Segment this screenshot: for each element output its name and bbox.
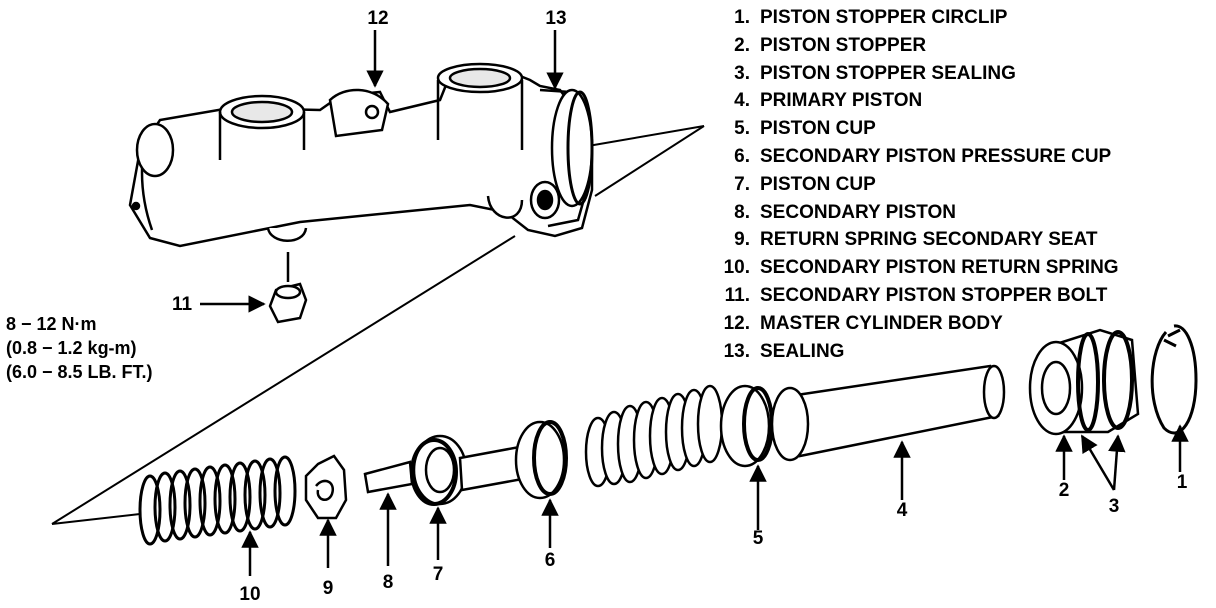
parts-legend: 1.PISTON STOPPER CIRCLIP 2.PISTON STOPPE… <box>712 4 1119 365</box>
legend-item: 6.SECONDARY PISTON PRESSURE CUP <box>734 145 1112 167</box>
legend-item: 3.PISTON STOPPER SEALING <box>734 62 1016 84</box>
callout-11: 11 <box>172 294 193 315</box>
body-sealing-ring <box>566 90 594 206</box>
legend-item: 10.SECONDARY PISTON RETURN SPRING <box>723 257 1119 279</box>
callout-3: 3 <box>1109 496 1120 517</box>
callout-1: 1 <box>1177 472 1188 493</box>
legend-item: 13.SEALING <box>723 340 845 362</box>
legend-item: 2.PISTON STOPPER <box>734 34 927 56</box>
legend-item: 5.PISTON CUP <box>734 118 876 140</box>
legend-item: 11.SECONDARY PISTON STOPPER BOLT <box>724 284 1108 306</box>
stopper-bolt-part <box>268 252 308 324</box>
callout-4: 4 <box>897 500 908 521</box>
master-cylinder-body <box>128 62 594 248</box>
secondary-piston-part <box>363 420 568 506</box>
piston-stopper-part <box>1028 328 1140 436</box>
callout-numbers: 12 13 11 10 9 8 7 6 5 4 2 3 1 <box>172 8 1188 605</box>
torque-lbft: (6.0 − 8.5 LB. FT.) <box>6 362 153 382</box>
callout-2: 2 <box>1059 480 1070 501</box>
torque-spec: 8 − 12 N·m (0.8 − 1.2 kg-m) (6.0 − 8.5 L… <box>6 312 153 384</box>
callout-12: 12 <box>367 8 388 29</box>
callout-13: 13 <box>545 8 566 29</box>
legend-item: 12.MASTER CYLINDER BODY <box>723 312 1003 334</box>
legend-item: 1.PISTON STOPPER CIRCLIP <box>734 7 1008 28</box>
torque-kgm: (0.8 − 1.2 kg-m) <box>6 338 137 358</box>
callout-10: 10 <box>239 584 260 605</box>
torque-nm: 8 − 12 N·m <box>6 314 97 334</box>
legend-item: 9.RETURN SPRING SECONDARY SEAT <box>734 229 1098 251</box>
spring-seat-part <box>304 454 348 520</box>
return-spring-part <box>138 455 297 546</box>
legend-item: 7.PISTON CUP <box>734 173 876 195</box>
callout-6: 6 <box>545 550 556 571</box>
primary-piston-part <box>584 364 1006 488</box>
legend-item: 8.SECONDARY PISTON <box>734 201 957 223</box>
legend-item: 4.PRIMARY PISTON <box>734 90 923 112</box>
callout-7: 7 <box>433 564 444 585</box>
circlip-part <box>1150 324 1198 435</box>
callout-arrows <box>200 30 1189 576</box>
callout-8: 8 <box>383 572 394 593</box>
callout-9: 9 <box>323 578 334 599</box>
projection-lines <box>51 125 705 525</box>
callout-5: 5 <box>753 528 764 549</box>
